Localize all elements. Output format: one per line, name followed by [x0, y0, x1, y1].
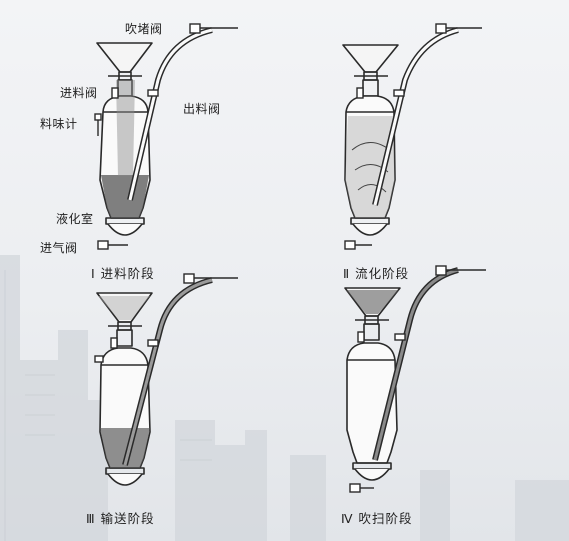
stage-3-caption: Ⅲ 输送阶段 [86, 511, 155, 526]
stage-2-caption: Ⅱ 流化阶段 [343, 266, 410, 281]
stage-1-caption: Ⅰ 进料阶段 [91, 266, 155, 281]
label-fluid-chamber: 液化室 [56, 212, 94, 226]
label-air-inlet-valve: 进气阀 [40, 241, 78, 255]
label-level-gauge: 料味计 [40, 117, 78, 131]
label-blow-valve: 吹堵阀 [125, 22, 163, 36]
label-outlet-valve: 出料阀 [183, 102, 221, 116]
stage-4-caption: Ⅳ 吹扫阶段 [341, 511, 413, 526]
label-inlet-valve: 进料阀 [60, 86, 98, 100]
